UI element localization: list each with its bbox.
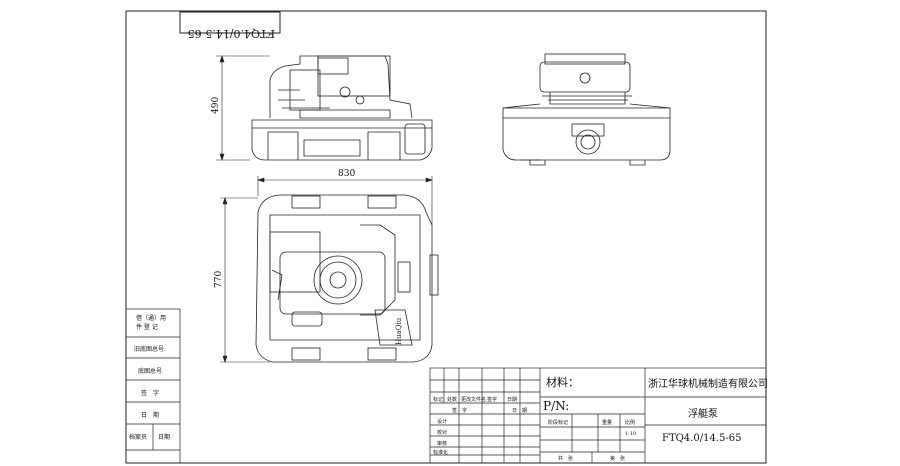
date-label: 日 期 xyxy=(512,408,528,414)
rev-header-doc: 更改文件名 xyxy=(461,397,487,403)
sheet-number: 第 张 xyxy=(610,456,626,462)
rev-header-date: 日期 xyxy=(507,397,518,403)
role-standard: 标准化 xyxy=(433,450,449,456)
rev-header-mark: 标记 xyxy=(433,397,444,403)
depth-dimension-label: 770 xyxy=(214,271,224,288)
role-design: 设计 xyxy=(437,419,448,425)
archive-date: 日期 xyxy=(158,434,171,441)
material-label: 材料： xyxy=(546,376,579,389)
height-dimension xyxy=(216,55,270,161)
front-view xyxy=(251,55,433,161)
company-name: 浙江华球机械制造有限公司 xyxy=(648,379,768,390)
pn-label: P/N: xyxy=(543,399,570,413)
side-row-4: 签 字 xyxy=(141,390,160,397)
side-row-3: 底图总号 xyxy=(138,368,163,375)
side-row-1-line1: 借（通）用 xyxy=(136,315,167,322)
side-row-1-line2: 件 登 记 xyxy=(136,324,158,331)
rev-header-count: 处数 xyxy=(447,397,458,403)
top-view-brand-text: HuaQiu xyxy=(395,317,403,345)
width-dimension-label: 830 xyxy=(338,169,355,179)
code-box-text: FTQ4.0/14.5-65 xyxy=(188,27,275,40)
height-dimension-label: 490 xyxy=(211,97,221,114)
depth-dimension xyxy=(220,197,270,363)
stage-header-weight: 重量 xyxy=(602,420,613,426)
rev-header-sign: 签字 xyxy=(487,397,498,403)
top-view xyxy=(255,194,439,363)
archive-label: 档案员 xyxy=(129,434,148,441)
code-box: FTQ4.0/14.5-65 xyxy=(179,11,281,40)
stage-header-mark: 阶段标记 xyxy=(548,420,569,426)
stage-header-scale: 比例 xyxy=(625,420,636,426)
sign-label: 签 字 xyxy=(452,408,468,414)
side-table-lines xyxy=(125,308,181,464)
side-row-5: 日 期 xyxy=(141,412,160,419)
product-name: 浮艇泵 xyxy=(688,409,718,420)
model-number: FTQ4.0/14.5-65 xyxy=(662,433,742,444)
title-block-lines xyxy=(429,367,767,464)
side-row-2: 旧底图总号 xyxy=(134,346,165,353)
width-dimension xyxy=(257,176,433,225)
side-view xyxy=(502,53,671,166)
sheet-total: 共 张 xyxy=(558,456,574,462)
role-check: 校对 xyxy=(437,430,448,436)
role-review: 审核 xyxy=(437,441,448,447)
scale-value: 1:10 xyxy=(625,431,637,437)
